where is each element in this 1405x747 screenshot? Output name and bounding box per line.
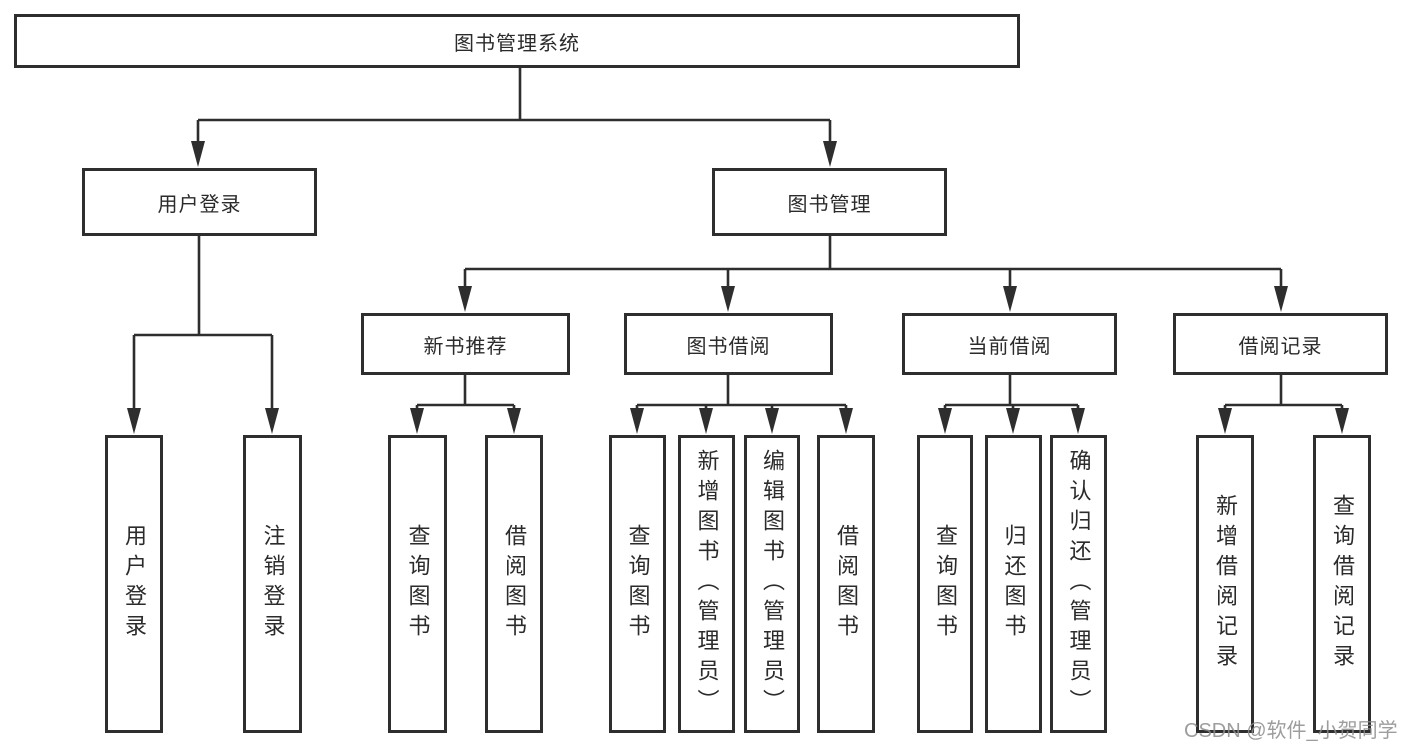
leaf-query-book-2: 查询图书 <box>609 435 666 733</box>
leaf-label: 确认归还（管理员） <box>1066 449 1092 719</box>
node-library-management-system: 图书管理系统 <box>14 14 1020 68</box>
connector-current-borrow-branch <box>938 375 1085 434</box>
leaf-add-borrow-record: 新增借阅记录 <box>1196 435 1254 733</box>
leaf-label: 查询图书 <box>933 524 958 644</box>
leaf-label: 新增借阅记录 <box>1213 494 1238 674</box>
leaf-label: 注销登录 <box>260 524 286 644</box>
node-current-borrow: 当前借阅 <box>902 313 1117 375</box>
node-book-borrow: 图书借阅 <box>624 313 833 375</box>
leaf-confirm-return-admin: 确认归还（管理员） <box>1050 435 1107 733</box>
leaf-borrow-book-2: 借阅图书 <box>817 435 875 733</box>
connector-new-book-branch <box>410 375 521 434</box>
connector-book-borrow-branch <box>630 375 853 434</box>
node-borrow-records: 借阅记录 <box>1173 313 1388 375</box>
leaf-label: 用户登录 <box>122 524 147 644</box>
leaf-label: 借阅图书 <box>834 524 859 644</box>
leaf-borrow-book-1: 借阅图书 <box>485 435 543 733</box>
leaf-label: 编辑图书（管理员） <box>760 449 785 719</box>
leaf-query-book-1: 查询图书 <box>388 435 447 733</box>
node-user-login: 用户登录 <box>82 168 317 236</box>
csdn-watermark: CSDN @软件_小贺同学 <box>1184 720 1398 742</box>
leaf-query-borrow-record: 查询借阅记录 <box>1313 435 1371 733</box>
node-label: 图书管理系统 <box>454 32 580 55</box>
connector-borrow-records-branch <box>1218 375 1349 434</box>
node-book-management: 图书管理 <box>712 168 947 236</box>
connector-book-management-to-level3 <box>458 236 1288 312</box>
node-label: 当前借阅 <box>967 335 1052 358</box>
connector-user-login-branch <box>127 236 279 434</box>
connector-root-to-level2 <box>191 68 837 167</box>
leaf-label: 新增图书（管理员） <box>694 449 720 719</box>
leaf-add-book-admin: 新增图书（管理员） <box>678 435 735 733</box>
node-new-book-recommend: 新书推荐 <box>361 313 570 375</box>
leaf-label: 查询图书 <box>625 524 651 644</box>
node-label: 借阅记录 <box>1238 335 1323 358</box>
node-label: 图书管理 <box>787 193 872 216</box>
leaf-query-book-3: 查询图书 <box>917 435 973 733</box>
leaf-label: 借阅图书 <box>502 524 527 644</box>
node-label: 新书推荐 <box>423 335 508 358</box>
leaf-logout: 注销登录 <box>243 435 302 733</box>
leaf-return-book: 归还图书 <box>985 435 1042 733</box>
leaf-user-login: 用户登录 <box>105 435 163 733</box>
node-label: 用户登录 <box>157 193 242 216</box>
node-label: 图书借阅 <box>686 335 771 358</box>
leaf-label: 查询借阅记录 <box>1330 494 1355 674</box>
leaf-label: 归还图书 <box>1001 524 1027 644</box>
leaf-label: 查询图书 <box>405 524 431 644</box>
leaf-edit-book-admin: 编辑图书（管理员） <box>744 435 800 733</box>
